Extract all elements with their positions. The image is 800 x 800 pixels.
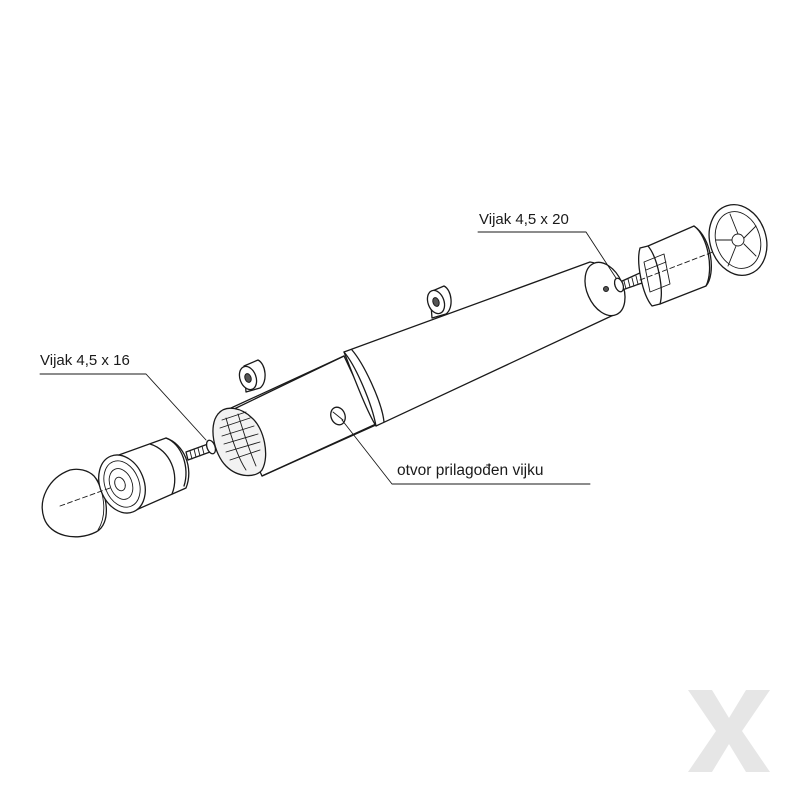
label-screw-4-5x16: Vijak 4,5 x 16 (40, 352, 130, 369)
plug-cap-left (59, 437, 190, 514)
outer-tube (330, 261, 626, 427)
leader-lines (39, 231, 617, 485)
end-cap-dome-left (41, 468, 108, 538)
x-logo-icon (688, 690, 770, 772)
label-screw-4-5x20: Vijak 4,5 x 20 (479, 211, 569, 228)
inner-tube (212, 355, 379, 477)
label-screw-hole: otvor prilagođen vijku (397, 462, 544, 479)
screw-4-5x16 (185, 439, 217, 461)
plug-cap-right (638, 225, 719, 307)
end-cap-dome-right (708, 204, 768, 276)
washer-left (238, 359, 266, 393)
washer-right (426, 285, 452, 319)
